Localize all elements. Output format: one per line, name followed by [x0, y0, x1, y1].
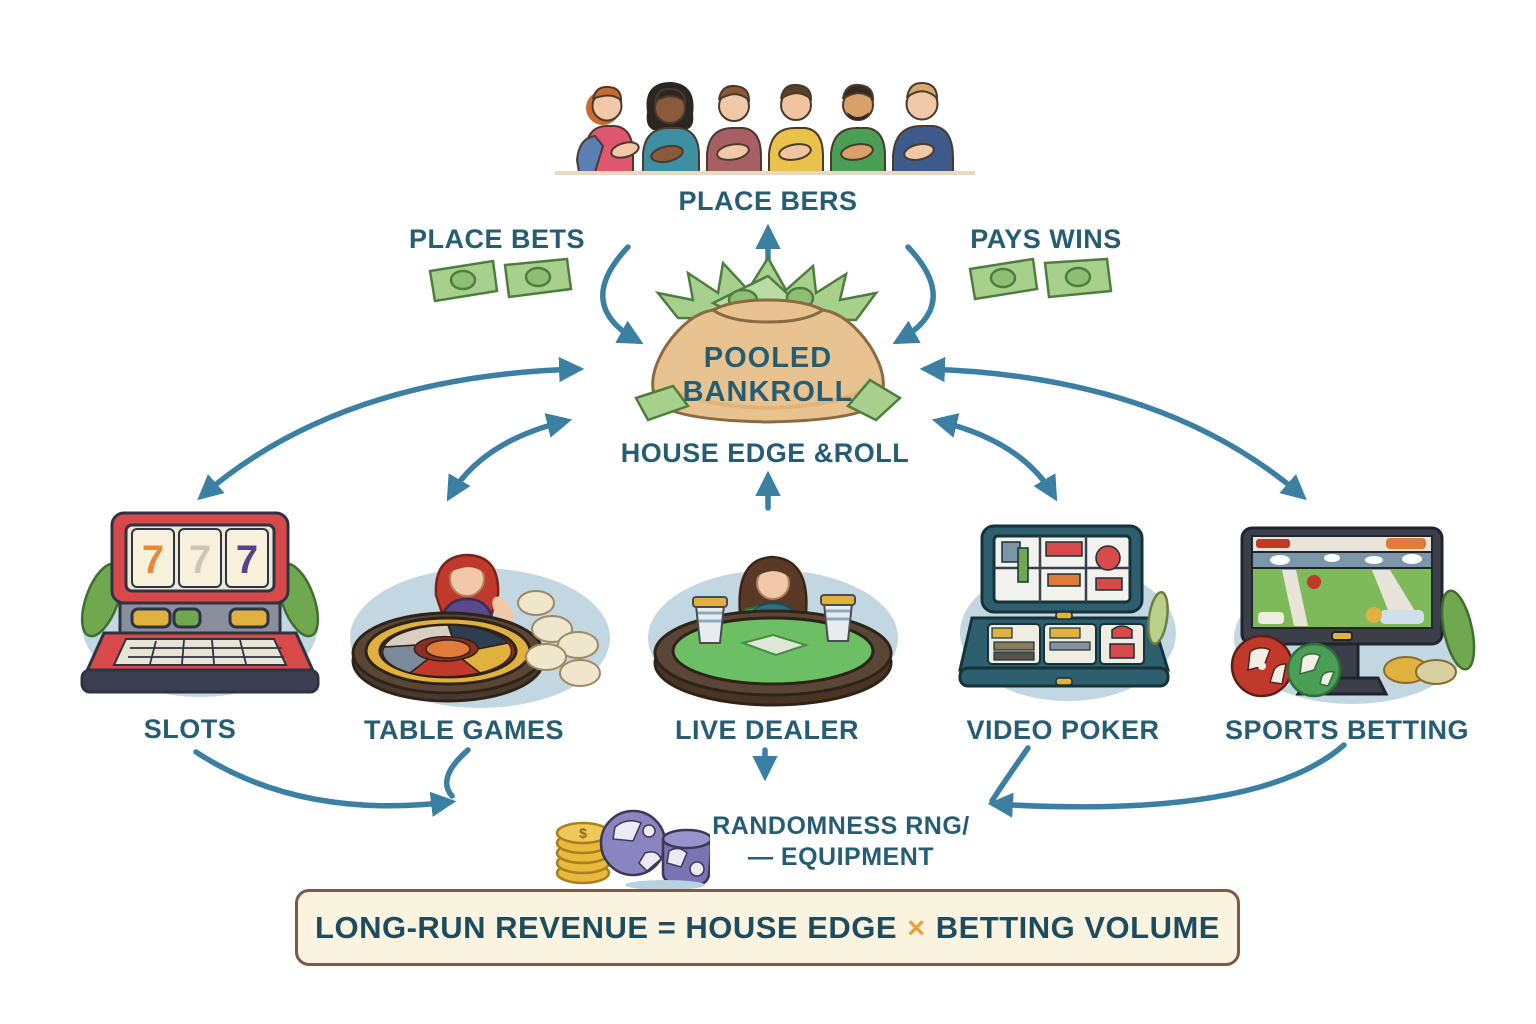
- arrow-bankroll-slots: [197, 356, 585, 501]
- money-bills-right-icon: [968, 257, 1113, 301]
- table-games-illustration: [350, 553, 610, 708]
- arrow-sports-betting-to-rng: [987, 742, 1347, 818]
- svg-text:7: 7: [236, 538, 258, 582]
- game-label-live-dealer: LIVE DEALER: [674, 715, 860, 745]
- place-bets-label: PLACE BETS: [408, 224, 586, 254]
- svg-text:$: $: [579, 825, 587, 841]
- game-label-table-games: TABLE GAMES: [364, 715, 564, 745]
- game-label-slots: SLOTS: [143, 714, 237, 744]
- arrow-players-to-bankroll-left: [600, 244, 644, 345]
- arrow-slots-to-rng: [193, 749, 457, 817]
- rng-label-line2: — EQUIPMENT: [747, 843, 935, 871]
- rng-label-line1: RANDOMNESS RNG/: [712, 812, 970, 840]
- arrow-bankroll-table-games: [446, 413, 573, 502]
- players-label: PLACE BERS: [678, 186, 858, 216]
- pooled-bankroll-bag-illustration: [634, 255, 903, 424]
- bankroll-label-line2: BANKROLL: [682, 376, 854, 408]
- game-label-video-poker: VIDEO POKER: [966, 715, 1160, 745]
- svg-text:7: 7: [142, 538, 164, 582]
- game-label-sports-betting: SPORTS BETTING: [1224, 715, 1470, 745]
- house-edge-label: HOUSE EDGE &ROLL: [620, 438, 910, 468]
- formula-rhs: BETTING VOLUME: [935, 909, 1220, 945]
- formula-banner: LONG-RUN REVENUE = HOUSE EDGE × BETTING …: [295, 889, 1240, 966]
- formula-multiply-operator: ×: [907, 909, 926, 945]
- arrow-players-to-bankroll-right: [892, 244, 936, 345]
- money-bills-left-icon: [428, 257, 573, 303]
- coins-and-chips-icon: $: [555, 809, 710, 890]
- video-poker-illustration: [958, 524, 1176, 701]
- sports-betting-illustration: [1230, 526, 1476, 704]
- arrow-bankroll-sports-betting: [919, 356, 1307, 501]
- live-dealer-illustration: [648, 555, 898, 707]
- players-illustration: [555, 81, 975, 175]
- svg-text:7: 7: [189, 538, 211, 582]
- pays-wins-label: PAYS WINS: [970, 224, 1122, 254]
- formula-lhs: LONG-RUN REVENUE = HOUSE EDGE: [315, 909, 898, 945]
- arrow-video-poker-to-rng: [989, 745, 1031, 804]
- arrow-table-games-to-rng: [444, 747, 471, 799]
- slot-machine-illustration: 7 7 7: [80, 511, 320, 697]
- arrow-bankroll-video-poker: [931, 413, 1058, 502]
- bankroll-label-line1: POOLED: [703, 342, 833, 374]
